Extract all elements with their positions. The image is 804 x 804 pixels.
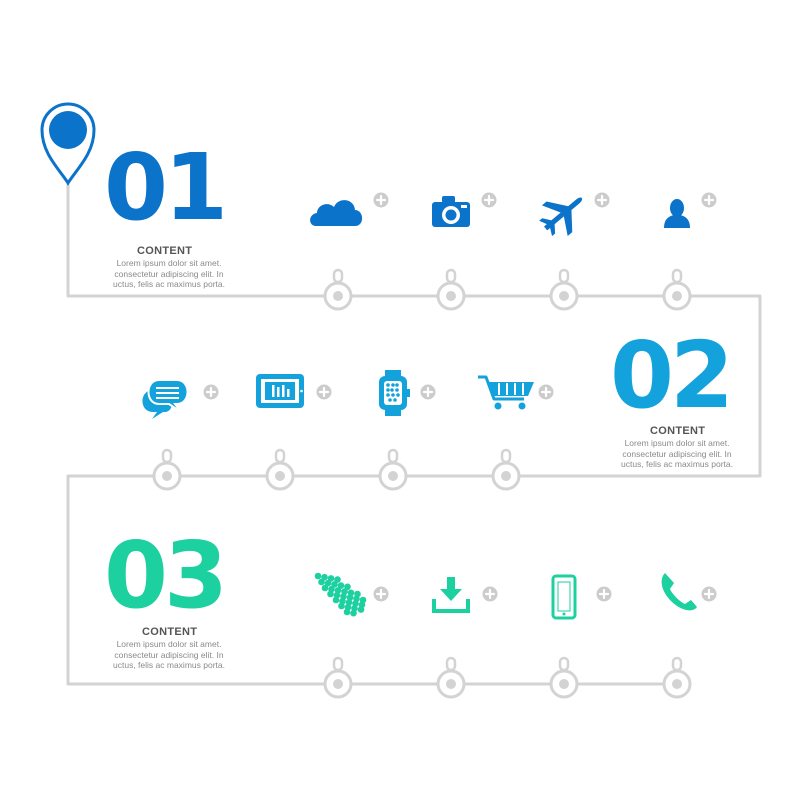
timeline-node <box>152 448 182 491</box>
timeline-node <box>662 656 692 699</box>
chat-icon[interactable] <box>142 379 189 419</box>
timeline-line <box>66 180 762 686</box>
cart-icon[interactable] <box>478 375 534 410</box>
step-2-number: 02 <box>610 322 734 429</box>
timeline-node <box>265 448 295 491</box>
step-3-line-3: uctus, felis ac maximus porta. <box>113 660 225 670</box>
phone-icon[interactable] <box>661 573 697 611</box>
timeline-node <box>323 656 353 699</box>
plus-icon[interactable] <box>701 192 717 208</box>
step-2-description: Lorem ipsum dolor sit amet. consectetur … <box>612 438 742 470</box>
plus-icon[interactable] <box>482 586 498 602</box>
timeline-path <box>66 180 762 686</box>
step-3-line-2: consectetur adipiscing elit. In <box>114 649 224 660</box>
step-2-title: CONTENT <box>650 425 706 437</box>
timeline-node <box>323 268 353 311</box>
plus-icon[interactable] <box>481 192 497 208</box>
step-3-title: CONTENT <box>142 626 198 638</box>
plus-icon[interactable] <box>538 384 554 400</box>
location-pin-icon <box>40 102 96 186</box>
step-2-line-1: Lorem ipsum dolor sit amet. <box>624 438 730 448</box>
plus-icon[interactable] <box>373 586 389 602</box>
dots-icon[interactable] <box>314 572 367 617</box>
download-icon[interactable] <box>432 577 470 613</box>
camera-icon[interactable] <box>432 196 470 227</box>
cloud-icon[interactable] <box>310 200 363 226</box>
timeline-node <box>662 268 692 311</box>
plus-icon[interactable] <box>373 192 389 208</box>
step-1-description: Lorem ipsum dolor sit amet. consectetur … <box>104 258 234 290</box>
step-1-title: CONTENT <box>137 245 193 257</box>
step-3-description: Lorem ipsum dolor sit amet. consectetur … <box>104 639 234 671</box>
step-1-number: 01 <box>104 134 228 241</box>
user-icon[interactable] <box>664 199 690 228</box>
plus-icon[interactable] <box>420 384 436 400</box>
airplane-icon[interactable] <box>533 183 595 244</box>
timeline-node <box>491 448 521 491</box>
step-1-line-1: Lorem ipsum dolor sit amet. <box>116 258 222 268</box>
plus-icon[interactable] <box>594 192 610 208</box>
tablet-icon[interactable] <box>256 374 304 408</box>
timeline-node <box>436 268 466 311</box>
smartphone-icon[interactable] <box>551 574 577 620</box>
plus-icon[interactable] <box>316 384 332 400</box>
step-2-line-2: consectetur adipiscing elit. In <box>622 448 732 459</box>
smartwatch-icon[interactable] <box>379 370 410 416</box>
step-3-number: 03 <box>104 522 228 629</box>
step-3-line-1: Lorem ipsum dolor sit amet. <box>116 639 222 649</box>
plus-icon[interactable] <box>701 586 717 602</box>
plus-icon[interactable] <box>203 384 219 400</box>
timeline-node <box>436 656 466 699</box>
timeline-node <box>549 268 579 311</box>
plus-icon[interactable] <box>596 586 612 602</box>
step-1-line-2: consectetur adipiscing elit. In <box>114 268 224 279</box>
step-1-line-3: uctus, felis ac maximus porta. <box>113 279 225 289</box>
step-2-line-3: uctus, felis ac maximus porta. <box>621 459 733 469</box>
timeline-node <box>378 448 408 491</box>
timeline-node <box>549 656 579 699</box>
